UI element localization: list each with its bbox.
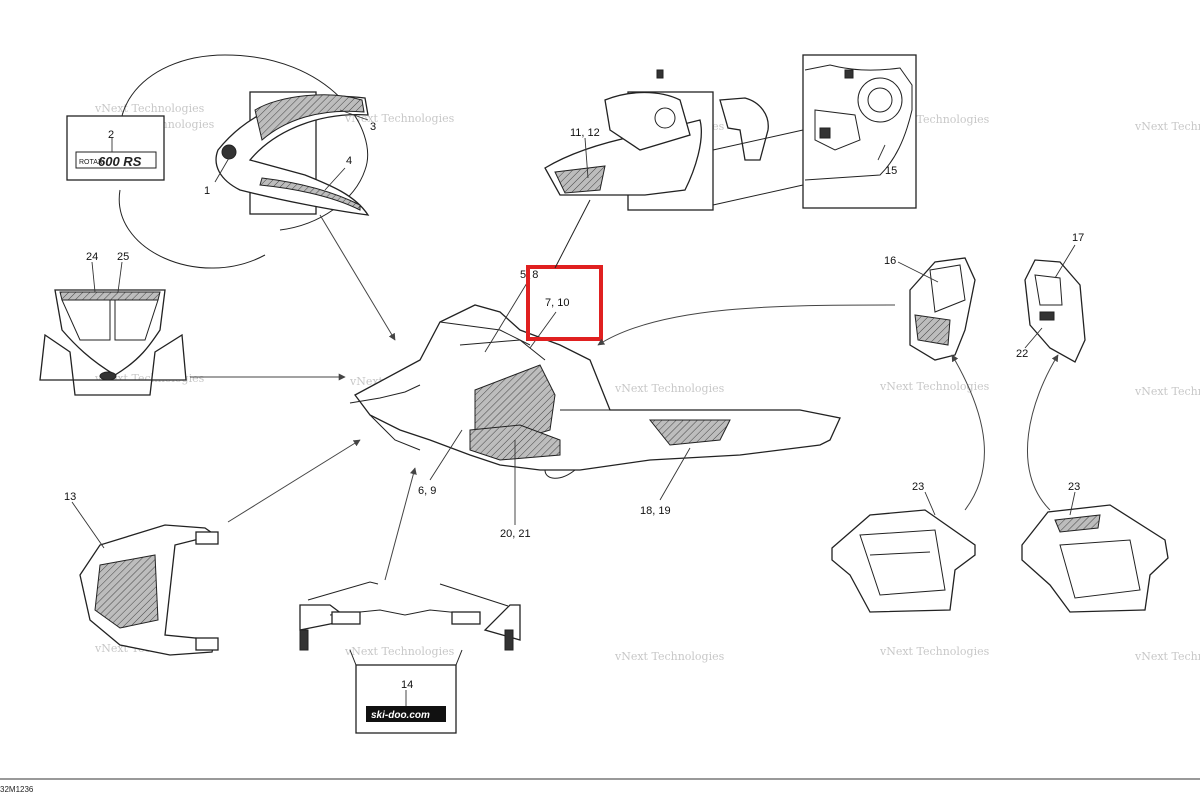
side-panels-group: 16 17 22 [884, 232, 1086, 363]
svg-text:vNext Technologies: vNext Technologies [1134, 120, 1200, 133]
lower-panels-group: 23 23 [831, 481, 1169, 613]
svg-text:vNext Technologies: vNext Technologies [879, 645, 990, 658]
svg-text:ROTAX: ROTAX [79, 159, 103, 166]
svg-text:vNext Technologies: vNext Technologies [344, 645, 455, 658]
svg-text:vNext Technologies: vNext Technologies [1134, 650, 1200, 663]
callout-22[interactable]: 22 [1016, 348, 1028, 360]
svg-text:vNext Technologies: vNext Technologies [1134, 385, 1200, 398]
nose-panel-group: 24 25 [39, 251, 187, 396]
connector-arrows [190, 199, 1059, 581]
svg-text:vNext Technologies: vNext Technologies [614, 382, 725, 395]
decal-2-frame [66, 115, 165, 181]
callout-23-right[interactable]: 23 [1068, 481, 1080, 493]
suspension-group: ski-doo.com 14 [299, 581, 521, 734]
svg-text:vNext Technologies: vNext Technologies [344, 112, 455, 125]
callout-18-19[interactable]: 18, 19 [640, 505, 671, 517]
callout-17[interactable]: 17 [1072, 232, 1084, 244]
callout-3[interactable]: 3 [370, 121, 376, 133]
callout-6-9[interactable]: 6, 9 [418, 485, 436, 497]
callout-7-10[interactable]: 7, 10 [545, 297, 569, 309]
callout-14[interactable]: 14 [401, 679, 413, 691]
skidoo-decal: ski-doo.com [366, 706, 446, 722]
svg-text:600 RS: 600 RS [98, 154, 142, 169]
callout-4[interactable]: 4 [346, 155, 352, 167]
rotax-decal: ROTAX 600 RS [75, 151, 157, 169]
console-decal-group: 11, 12 15 [544, 54, 917, 211]
hood-decal-group: ROTAX 600 RS 2 1 3 4 [66, 54, 376, 269]
svg-text:vNext Technologies: vNext Technologies [879, 380, 990, 393]
callout-2[interactable]: 2 [108, 129, 114, 141]
highlight-box [526, 265, 603, 341]
callout-20-21[interactable]: 20, 21 [500, 528, 531, 540]
bumper-group: 13 [64, 491, 219, 656]
callout-13[interactable]: 13 [64, 491, 76, 503]
callout-23-left[interactable]: 23 [912, 481, 924, 493]
callout-16[interactable]: 16 [884, 255, 896, 267]
snowmobile-body: 5, 8 7, 10 6, 9 20, 21 18, 19 [349, 269, 841, 540]
callout-1[interactable]: 1 [204, 185, 210, 197]
callout-11-12[interactable]: 11, 12 [570, 127, 600, 139]
svg-text:vNext Technologies: vNext Technologies [614, 650, 725, 663]
figure-code: 32M1236 [0, 785, 34, 794]
callout-25[interactable]: 25 [117, 251, 129, 263]
callout-15[interactable]: 15 [885, 165, 897, 177]
svg-text:ski-doo.com: ski-doo.com [371, 710, 430, 721]
svg-text:vNext Technologies: vNext Technologies [94, 102, 205, 115]
callout-24[interactable]: 24 [86, 251, 98, 263]
